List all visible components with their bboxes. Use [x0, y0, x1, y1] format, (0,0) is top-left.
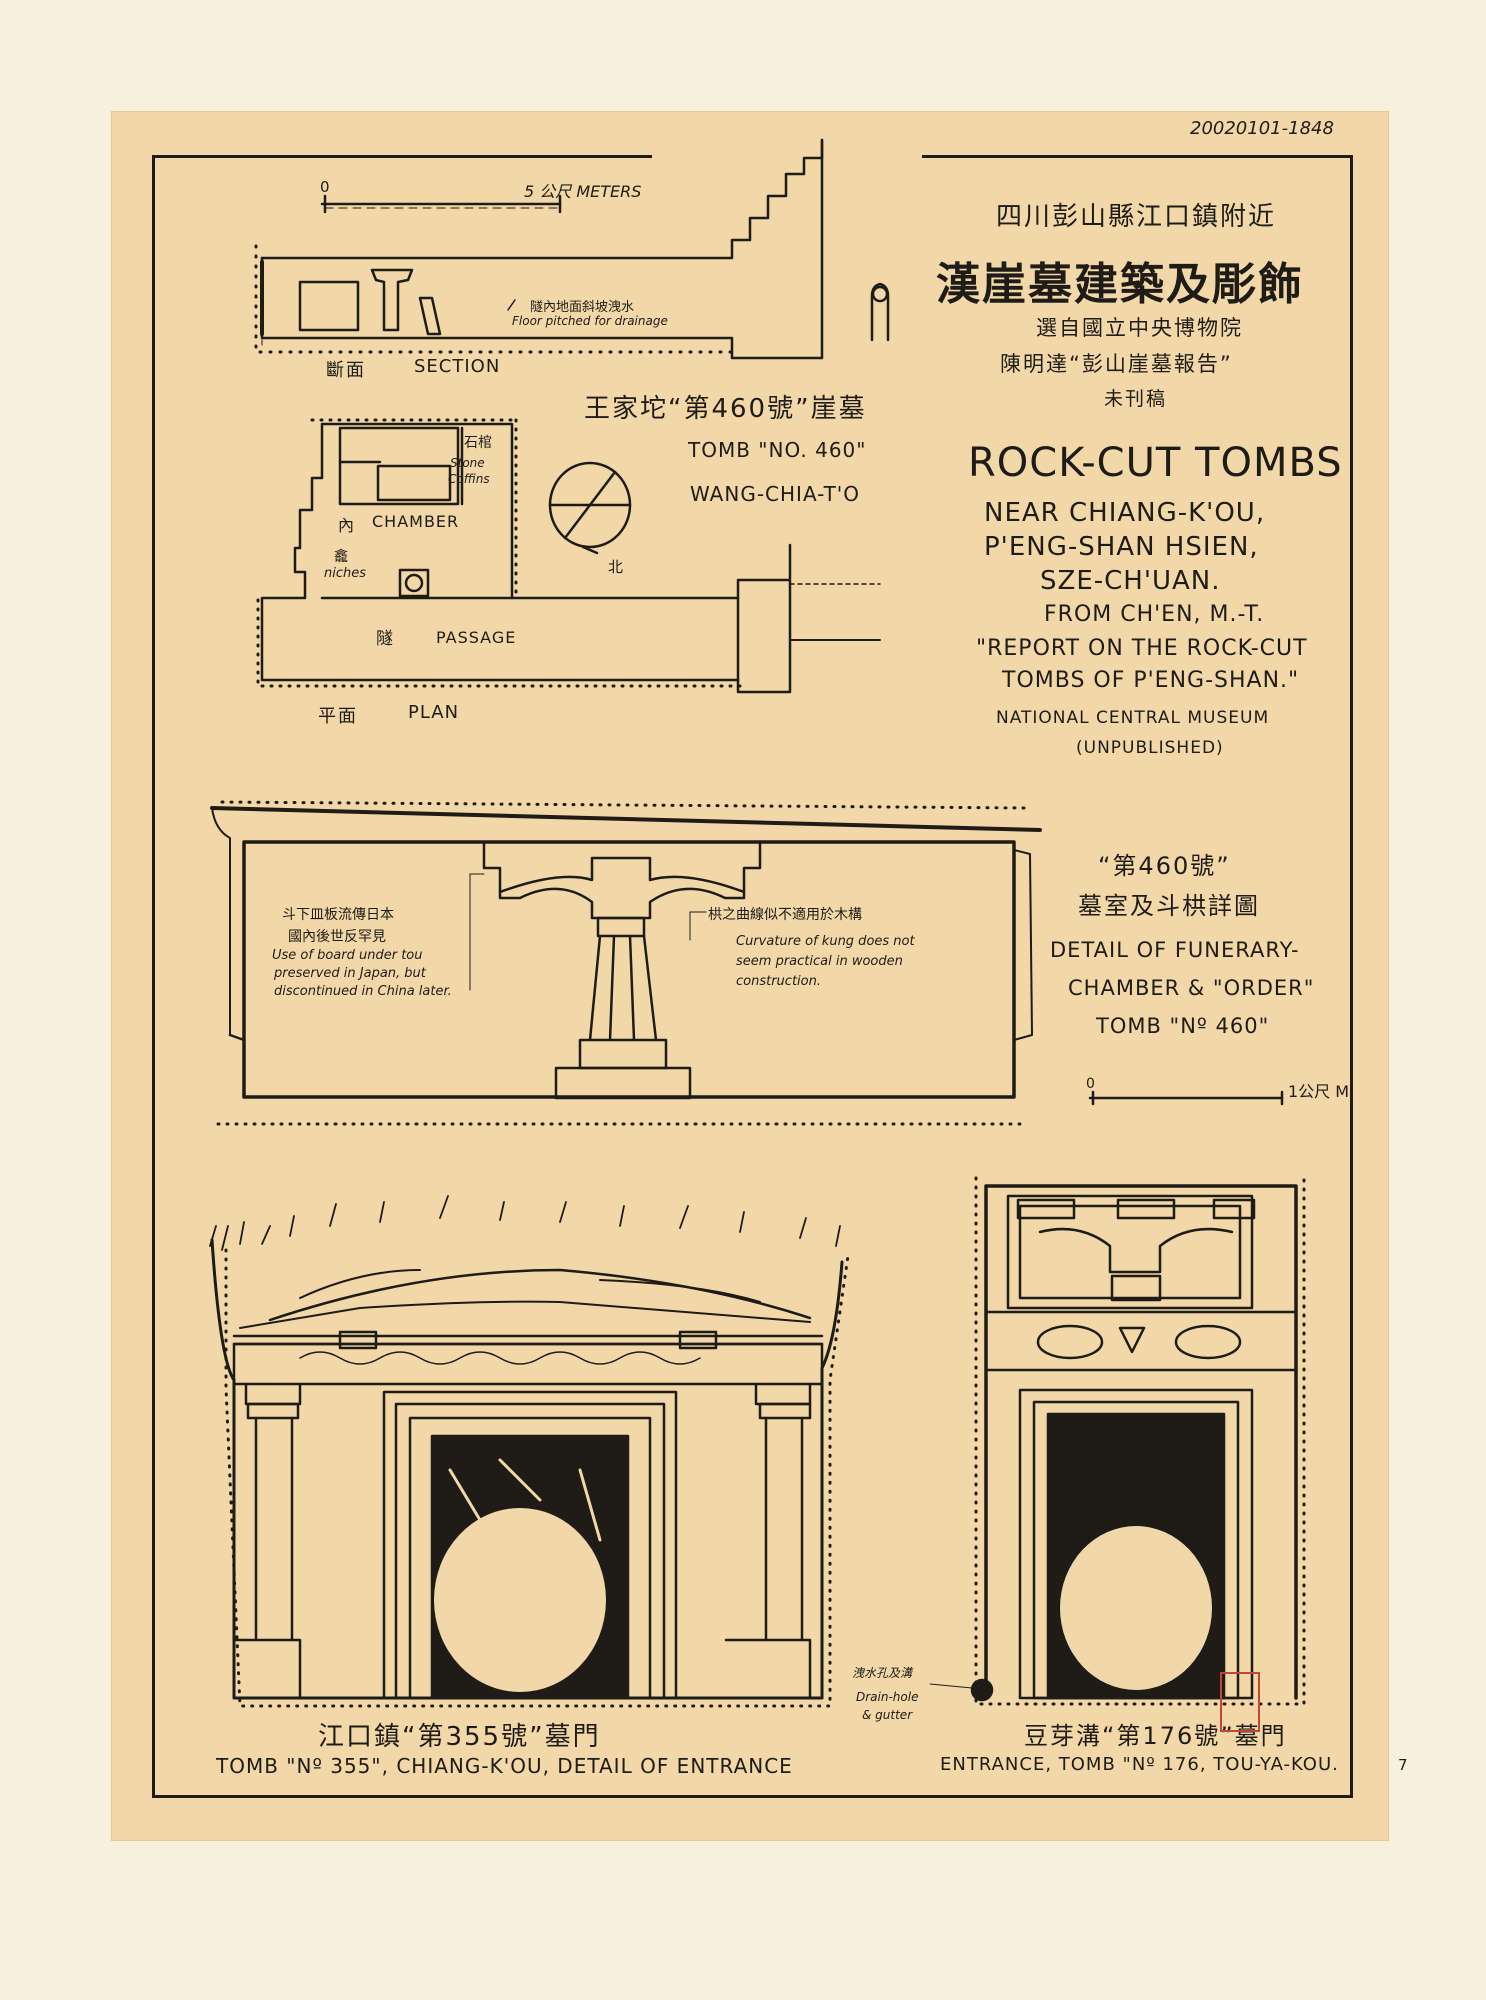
drain-label-en-2: & gutter [862, 1708, 913, 1722]
archive-number: 20020101-1848 [1190, 118, 1334, 139]
page-number: 7 [1398, 1756, 1408, 1774]
source-cn-2: 陳明達“彭山崖墓報告” [1000, 352, 1233, 376]
title-line-1: NEAR CHIANG-K'OU, [984, 498, 1266, 528]
chamber-label-cn: 內 [338, 516, 355, 535]
title-line-6: TOMBS OF P'ENG-SHAN." [1002, 668, 1300, 693]
niches-label-cn: 龕 [334, 549, 348, 565]
title-line-3: SZE-CH'UAN. [1040, 566, 1221, 596]
sheet-border [152, 155, 1353, 1798]
border-top-left [152, 155, 652, 158]
section-drawing [260, 138, 890, 360]
note-right-en-2: seem practical in wooden [736, 954, 903, 969]
detail-scale-label: 1公尺 M. [1288, 1082, 1355, 1101]
section-label-cn: 斷面 [326, 360, 366, 381]
entrance-176-drawing [929, 1184, 1298, 1702]
drainage-note-cn: 隧內地面斜坡洩水 [530, 300, 635, 315]
plan-label-en: PLAN [408, 702, 460, 723]
coffins-label-en-1: Stone [450, 456, 485, 470]
section-earth-dots [254, 244, 738, 354]
detail-title-en-3: TOMB "Nº 460" [1096, 1014, 1270, 1038]
note-left-cn-1: 斗下皿板流傳日本 [282, 907, 394, 923]
north-label-cn: 北 [608, 558, 624, 576]
detail-title-en-2: CHAMBER & "ORDER" [1068, 976, 1315, 1000]
title-cn: 漢崖墓建築及彫飾 [936, 259, 1304, 310]
drainage-note-en: Floor pitched for drainage [512, 314, 668, 328]
note-left-en-3: discontinued in China later. [274, 984, 452, 999]
note-right-en-3: construction. [736, 974, 821, 989]
entrance-176-earth-dots [974, 1176, 1306, 1706]
detail-scale-zero: 0 [1086, 1076, 1095, 1092]
tomb-355-caption-en: TOMB "Nº 355", CHIANG-K'OU, DETAIL OF EN… [216, 1754, 793, 1778]
chamber-label-en: CHAMBER [372, 512, 460, 531]
plan-earth-dots [256, 418, 742, 688]
tomb-460-cn: 王家坨“第460號”崖墓 [584, 394, 867, 424]
section-label-en: SECTION [414, 356, 501, 377]
note-left-en-1: Use of board under tou [272, 948, 423, 963]
tomb-176-caption-cn: 豆芽溝“第176號”墓門 [1024, 1722, 1287, 1750]
note-right-cn: 栱之曲線似不適用於木構 [708, 907, 862, 923]
source-cn-1: 選自國立中央博物院 [1036, 316, 1243, 340]
seal-stamp [1220, 1672, 1260, 1732]
compass-symbol [548, 461, 632, 555]
coffins-label-cn: 石棺 [464, 435, 492, 451]
detail-title-cn-1: “第460號” [1098, 852, 1231, 880]
title-line-8: (UNPUBLISHED) [1076, 738, 1224, 758]
plan-drawing [260, 422, 881, 694]
tomb-355-caption-cn: 江口鎮“第355號”墓門 [318, 1722, 601, 1752]
note-left-cn-2: 國內後世反罕見 [288, 929, 386, 945]
plan-label-cn: 平面 [318, 706, 358, 727]
section-scale-zero: 0 [320, 178, 330, 196]
drain-label-cn: 洩水孔及溝 [852, 1666, 913, 1680]
section-scale-label: 5 公尺 METERS [524, 182, 642, 201]
drain-label-en-1: Drain-hole [856, 1690, 919, 1704]
title-line-5: "REPORT ON THE ROCK-CUT [976, 636, 1308, 661]
niches-label-en: niches [324, 566, 367, 581]
tomb-176-caption-en: ENTRANCE, TOMB "Nº 176, TOU-YA-KOU. [940, 1754, 1339, 1775]
note-left-en-2: preserved in Japan, but [274, 966, 426, 981]
entrance-355-drawing [210, 1238, 844, 1700]
source-cn-3: 未刊稿 [1104, 388, 1168, 410]
passage-label-cn: 隧 [376, 629, 393, 649]
tomb-460-en-2: WANG-CHIA-T'O [690, 482, 861, 506]
coffins-label-en-2: Coffins [448, 472, 490, 486]
border-top-right [922, 155, 1350, 158]
title-line-7: NATIONAL CENTRAL MUSEUM [996, 708, 1270, 728]
detail-drawing [210, 806, 1284, 1106]
detail-title-cn-2: 墓室及斗栱詳圖 [1078, 892, 1260, 920]
title-line-2: P'ENG-SHAN HSIEN, [984, 532, 1259, 562]
detail-title-en-1: DETAIL OF FUNERARY- [1050, 938, 1300, 962]
tomb-460-en-1: TOMB "NO. 460" [688, 438, 867, 462]
passage-label-en: PASSAGE [436, 628, 517, 647]
grass-strokes [209, 1195, 841, 1251]
title-en: ROCK-CUT TOMBS [968, 440, 1343, 486]
title-line-4: FROM CH'EN, M.-T. [1044, 602, 1265, 627]
note-right-en-1: Curvature of kung does not [736, 934, 915, 949]
location-cn: 四川彭山縣江口鎮附近 [996, 202, 1277, 232]
